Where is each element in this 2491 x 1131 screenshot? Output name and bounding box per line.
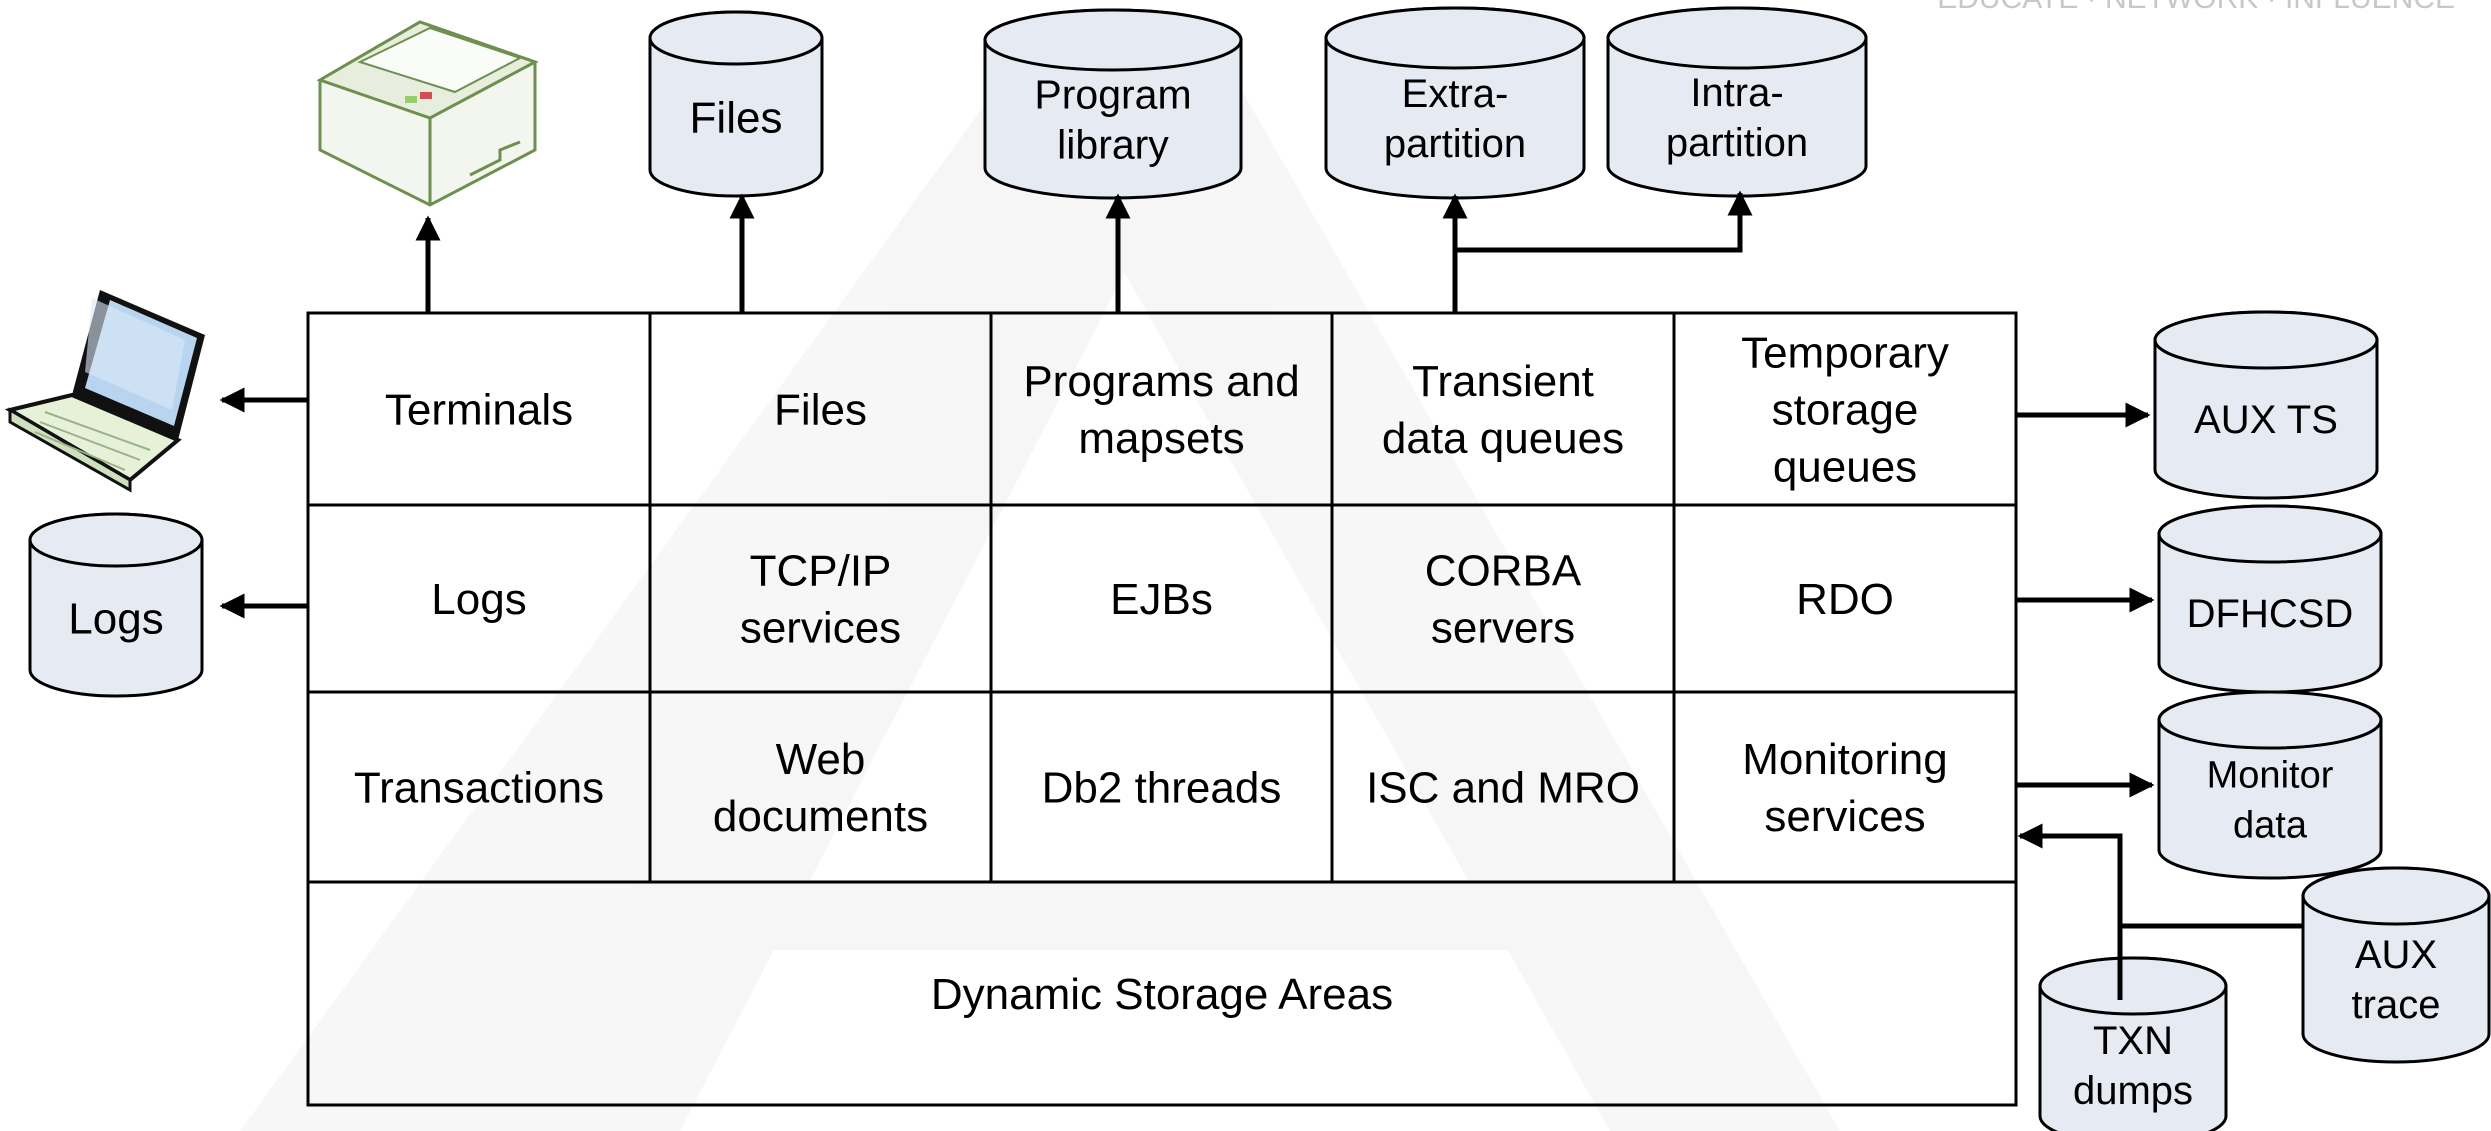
grid-cell-logs: Logs [431,575,526,624]
watermark-triangle-right [1010,70,1840,1131]
extra-partition-cylinder-top [1324,6,1586,70]
logs-cylinder-top [28,512,204,568]
printer-icon [316,20,539,207]
files-cylinder-top [648,10,824,66]
grid-cell-terminals: Terminals [385,385,573,434]
grid-cell-files: Files [774,385,867,434]
logs-cylinder-label: Logs [68,594,163,643]
arrow-to-intra-partition [1455,190,1753,253]
intra-partition-cylinder: Intra-partition [1606,6,1868,198]
extra-partition-cylinder: Extra-partition [1324,6,1586,200]
txn-dumps-cylinder-top [2038,956,2228,1016]
watermark: EDUCATE · NETWORK · INFLUENCE [240,0,2455,1131]
dfhcsd-cylinder-top [2157,504,2383,564]
aux-trace-cylinder-top [2301,866,2491,926]
grid-cell-rdo: RDO [1796,575,1894,624]
files-cylinder: Files [648,10,824,198]
aux-ts-cylinder: AUX TS [2153,310,2379,500]
watermark-triangle-base [740,880,1700,950]
arrow-to-monitoring-services [2017,823,2123,958]
dynamic-storage-areas-label: Dynamic Storage Areas [931,970,1393,1019]
grid-cell-isc-and-mro: ISC and MRO [1366,763,1640,812]
grid-cell-transactions: Transactions [354,763,604,812]
grid-frame [306,311,2018,1107]
program-library-cylinder-top [983,8,1243,72]
aux-ts-cylinder-label: AUX TS [2194,398,2338,442]
monitor-data-cylinder-top [2157,690,2383,750]
laptop-icon [4,290,205,493]
files-cylinder-label: Files [690,93,783,142]
watermark-triangle-left [240,70,1230,1131]
logs-cylinder: Logs [28,512,204,698]
grid-cell-ejbs: EJBs [1110,575,1213,624]
aux-ts-cylinder-top [2153,310,2379,370]
grid-cell-db2-threads: Db2 threads [1042,763,1282,812]
dfhcsd-cylinder-label: DFHCSD [2187,592,2354,636]
extra-partition-cylinder-label: Extra-partition [1384,72,1526,166]
dfhcsd-cylinder: DFHCSD [2157,504,2383,694]
watermark-tagline: EDUCATE · NETWORK · INFLUENCE [1937,0,2455,15]
intra-partition-cylinder-label: Intra-partition [1666,71,1808,165]
intra-partition-cylinder-top [1606,6,1868,70]
